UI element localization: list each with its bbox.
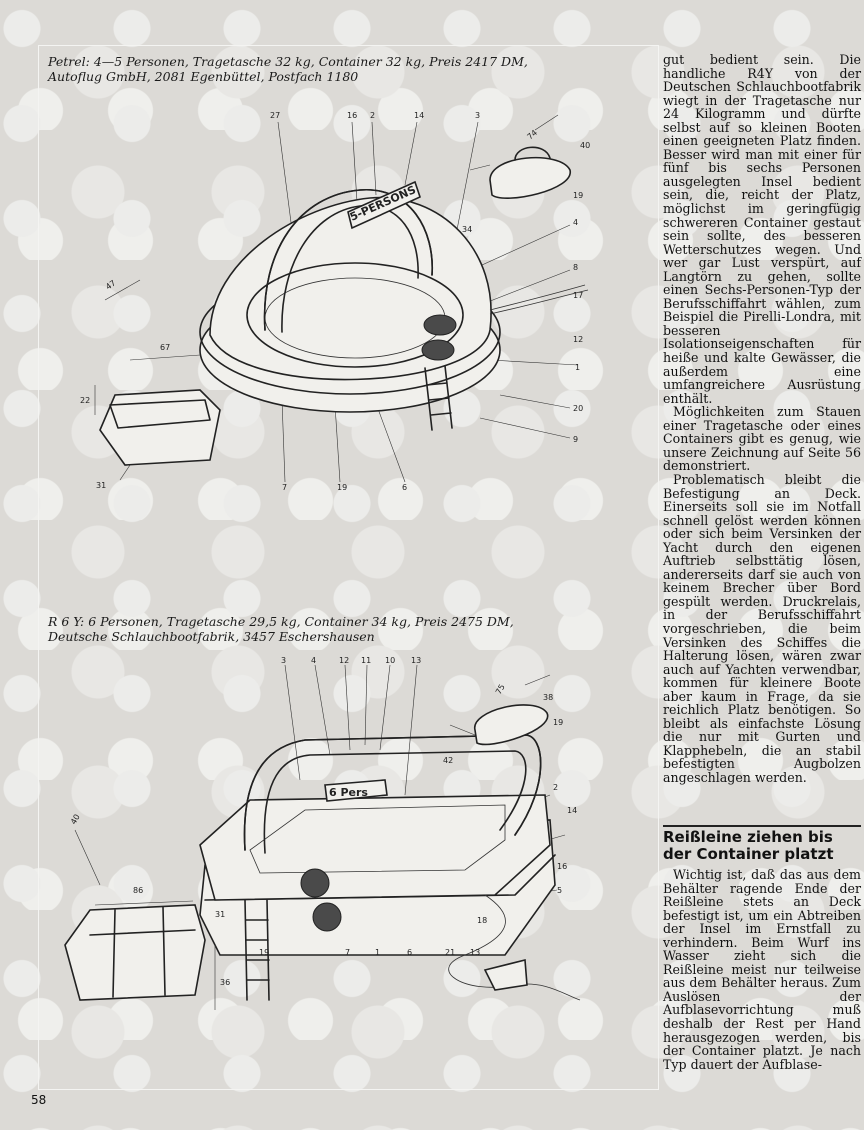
part-label: 1 — [575, 363, 580, 372]
part-label: 14 — [567, 806, 577, 815]
part-label: 86 — [133, 886, 143, 895]
bottom-raft-name: 6 Pers — [329, 786, 368, 799]
part-label: 3 — [281, 656, 286, 665]
caption-line: Deutsche Schlauchbootfabrik, 3457 Escher… — [48, 629, 375, 644]
part-label: 18 — [477, 916, 487, 925]
part-label: 38 — [543, 693, 553, 702]
part-label: 6 — [407, 948, 412, 957]
part-label: 12 — [339, 656, 349, 665]
article-paragraph: Wichtig ist, daß das aus dem Behälter ra… — [663, 867, 861, 1072]
part-label: 12 — [573, 335, 583, 344]
article-paragraph: Problematisch bleibt die Befestigung an … — [663, 471, 861, 785]
r6y-bag-drawing — [449, 674, 551, 746]
part-label: 2 — [370, 111, 375, 120]
part-label: 7 — [282, 483, 287, 492]
part-label: 42 — [443, 756, 453, 765]
r6y-raft-drawing: 6 Pers 3 4 12 11 10 13 75 38 19 42 2 14 … — [64, 656, 581, 1010]
part-label: 1 — [375, 948, 380, 957]
part-label: 17 — [573, 291, 583, 300]
part-label: 67 — [160, 343, 170, 352]
part-label: 4 — [311, 656, 316, 665]
part-label: 11 — [361, 656, 371, 665]
part-label: 19 — [553, 718, 563, 727]
part-label: 19 — [337, 483, 347, 492]
part-label: 19 — [259, 948, 269, 957]
part-label: 20 — [573, 404, 583, 413]
petrel-raft-drawing: 5-PERSONS 27 16 2 14 3 74 40 19 34 4 8 1… — [80, 111, 590, 492]
article-column: gut bedient sein. Die handliche R4Y von … — [663, 53, 861, 785]
part-label: 9 — [573, 435, 578, 444]
part-label: 8 — [573, 263, 578, 272]
figure-frame — [38, 45, 659, 1090]
part-label: 74 — [526, 128, 540, 141]
article-paragraph: gut bedient sein. Die handliche R4Y von … — [663, 52, 861, 406]
r6y-container-drawing — [64, 829, 216, 1010]
part-label: 34 — [462, 225, 472, 234]
part-label: 7 — [345, 948, 350, 957]
part-label: 4 — [573, 218, 578, 227]
part-label: 31 — [96, 481, 106, 490]
part-label: 2 — [553, 783, 558, 792]
section-heading-line: Reißleine ziehen bis — [663, 828, 833, 846]
part-label: 10 — [385, 656, 395, 665]
part-label: 27 — [270, 111, 280, 120]
part-label: 5 — [557, 886, 562, 895]
figure-caption-r6y: R 6 Y: 6 Personen, Tragetasche 29,5 kg, … — [48, 614, 648, 644]
part-label: 16 — [347, 111, 357, 120]
part-label: 21 — [445, 948, 455, 957]
part-label: 13 — [470, 948, 480, 957]
part-label: 40 — [69, 813, 82, 826]
part-label: 75 — [494, 683, 507, 696]
petrel-container-drawing — [94, 279, 221, 466]
part-label: 47 — [104, 278, 118, 291]
caption-line: Petrel: 4—5 Personen, Tragetasche 32 kg,… — [48, 54, 528, 69]
petrel-bag-drawing — [469, 114, 571, 199]
article-column-continued: Wichtig ist, daß das aus dem Behälter ra… — [663, 868, 861, 1071]
part-label: 36 — [220, 978, 230, 987]
part-label: 13 — [411, 656, 421, 665]
section-heading: Reißleine ziehen bis der Container platz… — [663, 825, 861, 862]
part-label: 22 — [80, 396, 90, 405]
part-label: 6 — [402, 483, 407, 492]
part-label: 3 — [475, 111, 480, 120]
caption-line: Autoflug GmbH, 2081 Egenbüttel, Postfach… — [48, 69, 359, 84]
page-number: 58 — [31, 1093, 47, 1107]
part-label: 16 — [557, 862, 567, 871]
part-label: 40 — [580, 141, 590, 150]
part-label: 19 — [573, 191, 583, 200]
section-heading-line: der Container platzt — [663, 844, 834, 863]
figure-caption-petrel: Petrel: 4—5 Personen, Tragetasche 32 kg,… — [48, 54, 648, 84]
caption-line: R 6 Y: 6 Personen, Tragetasche 29,5 kg, … — [48, 614, 514, 629]
part-label: 14 — [414, 111, 424, 120]
part-label: 31 — [215, 910, 225, 919]
article-paragraph: Möglichkeiten zum Stauen einer Tragetasc… — [663, 404, 861, 474]
